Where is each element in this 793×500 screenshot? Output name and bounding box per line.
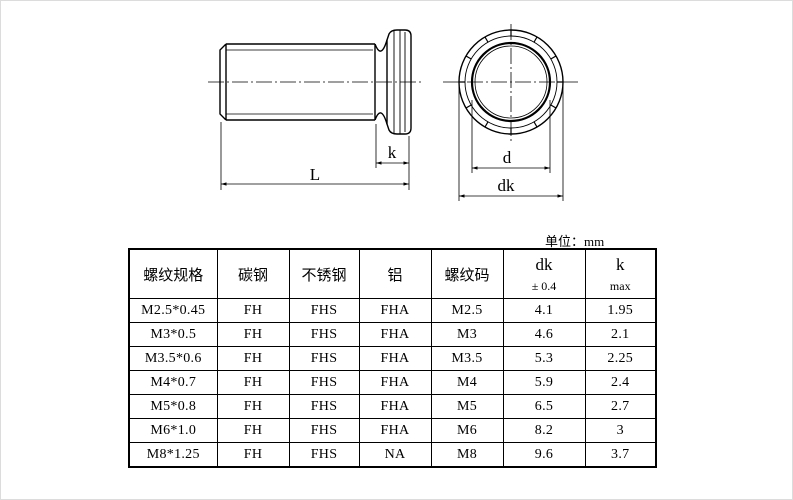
cell-k: 2.1 [584,322,657,347]
cell-k: 2.25 [584,346,657,371]
cell-k: 2.7 [584,394,657,419]
header-aluminum: 铝 [358,248,432,299]
cell-thread-code: M2.5 [430,298,504,323]
cell-dk: 4.6 [502,322,586,347]
cell-dk: 4.1 [502,298,586,323]
head-serration-lines [393,30,406,134]
header-dk-tolerance: ± 0.4 [531,278,557,293]
thread-root-lines [226,49,373,115]
header-thread-code: 螺纹码 [430,248,504,299]
cell-dk: 6.5 [502,394,586,419]
dk-dimension-label: dk [498,176,516,195]
cell-stainless-steel: FHS [288,322,360,347]
cell-carbon-steel: FH [216,442,290,468]
cell-aluminum: NA [358,442,432,468]
cell-thread-spec: M4*0.7 [128,370,218,395]
table-row: M8*1.25 FH FHS NA M8 9.6 3.7 [128,442,657,468]
cell-carbon-steel: FH [216,418,290,443]
cell-k: 2.4 [584,370,657,395]
cell-k: 1.95 [584,298,657,323]
cell-stainless-steel: FHS [288,370,360,395]
table-row: M3.5*0.6 FH FHS FHA M3.5 5.3 2.25 [128,346,657,371]
l-dimension-label: L [310,165,320,184]
header-k-max: max [609,278,631,293]
k-dimension-label: k [388,143,397,162]
end-view [443,24,578,201]
table-row: M4*0.7 FH FHS FHA M4 5.9 2.4 [128,370,657,395]
cell-carbon-steel: FH [216,298,290,323]
cell-aluminum: FHA [358,322,432,347]
cell-aluminum: FHA [358,418,432,443]
cell-stainless-steel: FHS [288,442,360,468]
undercut-neck [374,39,388,125]
cell-carbon-steel: FH [216,370,290,395]
cell-dk: 8.2 [502,418,586,443]
cell-carbon-steel: FH [216,322,290,347]
cell-carbon-steel: FH [216,394,290,419]
cell-stainless-steel: FHS [288,418,360,443]
dk-extension-lines [458,86,564,201]
side-view [208,29,421,190]
cell-aluminum: FHA [358,346,432,371]
cell-thread-spec: M6*1.0 [128,418,218,443]
cell-thread-code: M3 [430,322,504,347]
header-carbon-steel: 碳钢 [216,248,290,299]
cell-aluminum: FHA [358,394,432,419]
unit-label: 单位：mm [545,234,605,249]
table-row: M2.5*0.45 FH FHS FHA M2.5 4.1 1.95 [128,298,657,323]
table-row: M6*1.0 FH FHS FHA M6 8.2 3 [128,418,657,443]
cell-k: 3 [584,418,657,443]
cell-aluminum: FHA [358,370,432,395]
cell-thread-code: M3.5 [430,346,504,371]
table-row: M3*0.5 FH FHS FHA M3 4.6 2.1 [128,322,657,347]
cell-thread-spec: M3.5*0.6 [128,346,218,371]
cell-thread-code: M4 [430,370,504,395]
end-centerlines [443,24,578,142]
cell-stainless-steel: FHS [288,394,360,419]
cell-dk: 9.6 [502,442,586,468]
cell-stainless-steel: FHS [288,346,360,371]
cell-aluminum: FHA [358,298,432,323]
header-stainless-steel: 不锈钢 [288,248,360,299]
d-dimension-label: d [503,148,512,167]
cell-thread-spec: M2.5*0.45 [128,298,218,323]
cell-thread-spec: M5*0.8 [128,394,218,419]
cell-carbon-steel: FH [216,346,290,371]
cell-dk: 5.3 [502,346,586,371]
threaded-shank [219,43,376,121]
cell-thread-code: M8 [430,442,504,468]
header-dk: dk± 0.4 [502,248,586,299]
cell-thread-spec: M3*0.5 [128,322,218,347]
cell-k: 3.7 [584,442,657,468]
cell-dk: 5.9 [502,370,586,395]
technical-drawing: k L d dk [208,24,578,201]
table-row: M5*0.8 FH FHS FHA M5 6.5 2.7 [128,394,657,419]
cell-thread-code: M6 [430,418,504,443]
cell-thread-spec: M8*1.25 [128,442,218,468]
cell-stainless-steel: FHS [288,298,360,323]
head-flange [386,29,412,135]
header-thread-spec: 螺纹规格 [128,248,218,299]
cell-thread-code: M5 [430,394,504,419]
d-extension-lines [471,100,551,173]
